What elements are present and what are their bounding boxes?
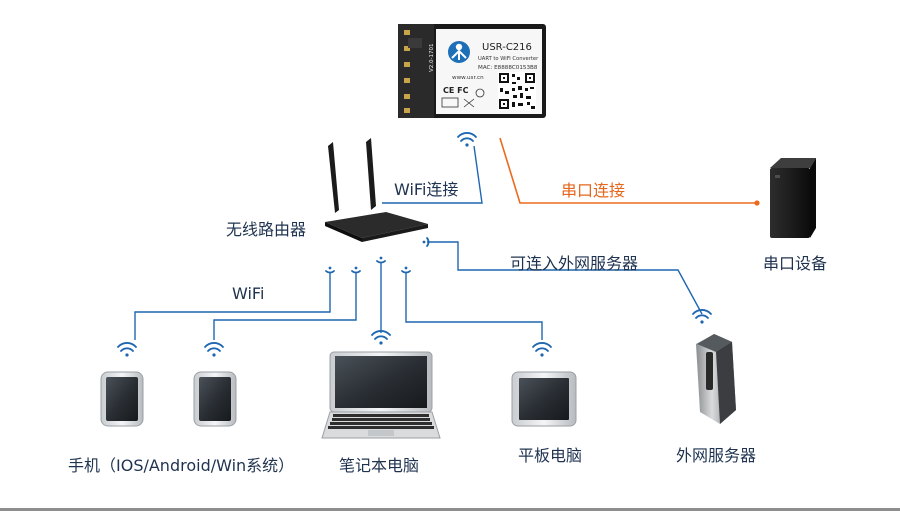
server-image xyxy=(696,334,736,424)
qr-code xyxy=(498,72,536,110)
module-website: www.usr.cn xyxy=(452,75,484,81)
wifi-link-label: WiFi连接 xyxy=(394,180,459,199)
tablet-image xyxy=(511,371,577,427)
router-to-module-line xyxy=(382,145,483,204)
module-model: USR-C216 xyxy=(482,42,532,53)
wifi-label: WiFi xyxy=(232,284,265,303)
wifi-icon xyxy=(401,266,411,274)
smartphone-image xyxy=(193,371,237,427)
router-label: 无线路由器 xyxy=(226,220,307,239)
laptop-label: 笔记本电脑 xyxy=(339,456,420,475)
serial-device-label: 串口设备 xyxy=(763,254,828,273)
tablet-label: 平板电脑 xyxy=(518,446,583,465)
wifi-icon xyxy=(422,237,430,247)
module-version: V2.0-1701 xyxy=(429,44,435,73)
router-to-phone1-line xyxy=(134,272,331,340)
wifi-icon xyxy=(371,330,391,345)
serial-device-image xyxy=(770,158,816,238)
wifi-icon xyxy=(117,342,137,357)
wifi-connection-lines xyxy=(134,145,703,340)
serial-connection-line xyxy=(499,137,760,206)
server-label: 外网服务器 xyxy=(676,446,757,465)
wifi-icon xyxy=(692,309,712,324)
router-to-server-line xyxy=(427,241,703,315)
wifi-icon xyxy=(376,256,386,264)
wifi-signal-icons xyxy=(117,132,712,357)
external-access-label: 可连入外网服务器 xyxy=(510,254,639,273)
bottom-divider xyxy=(0,508,900,511)
wifi-icon xyxy=(325,266,335,274)
wireless-router-image xyxy=(325,138,428,242)
phone-label: 手机（IOS/Android/Win系统） xyxy=(68,456,295,475)
module-subtitle: UART to WiFi Converter xyxy=(478,56,539,62)
router-to-phone2-line xyxy=(213,272,357,340)
wifi-icon xyxy=(204,342,224,357)
smartphone-image xyxy=(100,371,144,427)
module-mac: MAC: E8888C0153B8 xyxy=(478,65,538,71)
wifi-icon xyxy=(351,266,361,274)
router-to-tablet-line xyxy=(405,272,543,340)
serial-link-label: 串口连接 xyxy=(561,181,626,200)
module-certs: CE FC xyxy=(443,86,469,95)
wifi-icon xyxy=(457,132,477,147)
laptop-image xyxy=(321,351,441,439)
wifi-module-image: USR-C216 UART to WiFi Converter MAC: E88… xyxy=(398,24,546,118)
wifi-icon xyxy=(532,342,552,357)
